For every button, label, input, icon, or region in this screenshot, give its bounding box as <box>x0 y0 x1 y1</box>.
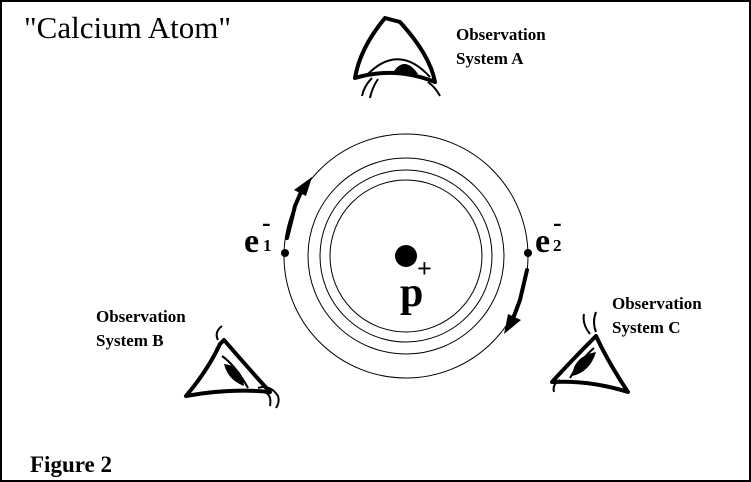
orbit-third <box>307 157 505 355</box>
electron-1-symbol: e <box>244 223 259 260</box>
label-system-c: Observation System C <box>612 294 702 337</box>
label-system-a: Observation System A <box>456 25 546 68</box>
figure-caption: Figure 2 <box>30 452 112 477</box>
electron-2-symbol: e <box>535 223 550 260</box>
eye-icon-system-c <box>550 311 630 394</box>
electron-2-dot <box>524 249 532 257</box>
arrow-clockwise <box>504 268 529 334</box>
eye-icon-system-b <box>184 325 280 409</box>
electron-1-dot <box>281 249 289 257</box>
proton-symbol: p <box>400 270 423 316</box>
label-system-b: Observation System B <box>96 307 186 350</box>
electron-2-index: 2 <box>553 236 562 255</box>
eye-icon-system-a <box>353 16 441 99</box>
electron-1-charge: - <box>262 208 271 237</box>
label-system-a-line2: System A <box>456 49 524 68</box>
diagram-title: "Calcium Atom" <box>24 10 231 45</box>
label-system-b-line1: Observation <box>96 307 186 326</box>
orbit-second <box>319 169 493 343</box>
electron-1-index: 1 <box>263 236 272 255</box>
label-system-b-line2: System B <box>96 331 164 350</box>
nucleus <box>395 245 417 267</box>
electron-2-charge: - <box>553 208 562 237</box>
label-system-c-line1: Observation <box>612 294 702 313</box>
arrow-counterclockwise <box>285 177 312 240</box>
label-system-a-line1: Observation <box>456 25 546 44</box>
label-system-c-line2: System C <box>612 318 680 337</box>
orbit-inner <box>329 179 483 333</box>
proton-charge: + <box>417 254 432 283</box>
